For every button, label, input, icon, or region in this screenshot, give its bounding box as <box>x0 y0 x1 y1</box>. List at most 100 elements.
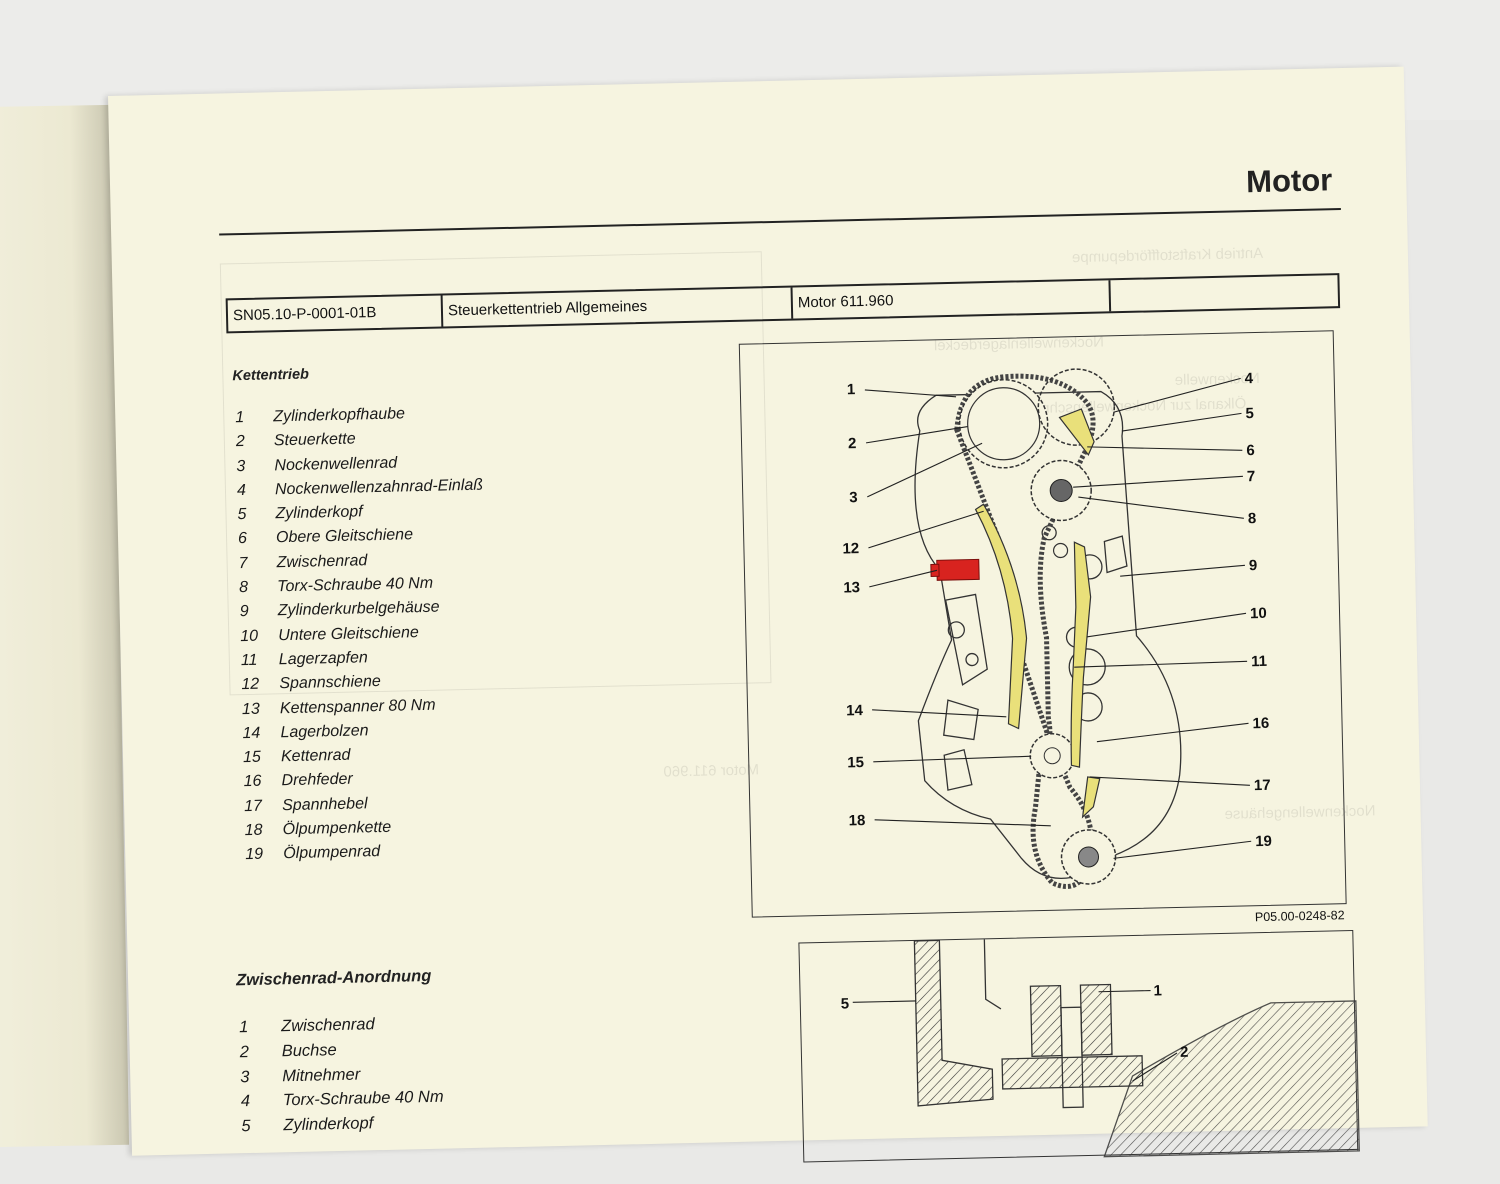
item-label: Nockenwellenzahnrad-Einlaß <box>274 476 484 499</box>
lower-guide-rail <box>1070 541 1092 768</box>
item-label: Lagerbolzen <box>280 722 369 742</box>
callout-6: 6 <box>1246 442 1255 459</box>
empty-cell <box>1110 275 1338 311</box>
item-number: 5 <box>237 506 247 524</box>
callout-3: 3 <box>849 489 858 506</box>
item-number: 4 <box>236 481 247 500</box>
list-item: 4 Torx-Schraube 40 Nm <box>239 1088 444 1117</box>
cylinder-head-section <box>913 939 994 1107</box>
intermediate-gear-section-diagram: 5 1 2 <box>798 929 1360 1163</box>
item-label: Zylinderkopf <box>283 1114 374 1135</box>
item-number: 1 <box>238 1018 249 1037</box>
bleed-through-text: Motor 611.960 <box>663 761 760 781</box>
intermediate-gear-bolt <box>1049 478 1073 502</box>
callout-13: 13 <box>843 579 860 596</box>
item-label: Buchse <box>281 1040 337 1061</box>
item-label: Spannschiene <box>279 673 381 693</box>
item-label: Kettenrad <box>280 746 351 766</box>
callout-19: 19 <box>1255 833 1272 850</box>
housing-edge <box>983 939 1002 1010</box>
item-number: 3 <box>240 1067 250 1086</box>
bearing-pin <box>1052 542 1069 559</box>
item-label: Lagerzapfen <box>278 649 368 669</box>
gear-right-flank <box>1079 983 1113 1056</box>
page-title: Motor <box>1245 162 1333 200</box>
manual-page: Antrieb Kraftstofffördepumpe Nockenwelle… <box>108 66 1428 1163</box>
inlet-cam-gear <box>1037 368 1116 446</box>
callout-18: 18 <box>848 812 865 829</box>
item-number: 17 <box>243 797 263 815</box>
item-label: Torx-Schraube 40 Nm <box>276 574 434 596</box>
item-number: 16 <box>243 773 262 791</box>
item-label: Untere Gleitschiene <box>278 623 419 644</box>
doc-code-cell: SN05.10-P-0001-01B <box>227 295 444 332</box>
item-number: 18 <box>244 821 263 840</box>
list-item: 5 Zylinderkopf <box>239 1113 444 1142</box>
item-label: Steuerkette <box>273 430 356 450</box>
camshaft-sprocket <box>958 379 1049 469</box>
callout-5: 5 <box>841 995 850 1012</box>
gear-left-flank <box>1029 984 1063 1057</box>
item-label: Spannhebel <box>281 795 368 814</box>
callout-7: 7 <box>1247 468 1256 485</box>
title-rule <box>219 208 1341 236</box>
crankcase-section <box>1103 1000 1360 1158</box>
item-number: 19 <box>245 846 264 864</box>
leader-lines <box>864 377 1252 859</box>
item-number: 13 <box>241 700 260 718</box>
item-number: 4 <box>240 1092 251 1111</box>
subject-cell: Steuerkettentrieb Allgemeines <box>442 287 794 327</box>
oil-pump-gear-hub <box>1078 846 1100 868</box>
item-number: 7 <box>238 554 248 572</box>
item-label: Kettenspanner 80 Nm <box>279 696 436 717</box>
item-number: 6 <box>237 530 248 548</box>
section-title-zwischenrad: Zwischenrad-Anordnung <box>235 966 432 990</box>
callout-12: 12 <box>842 540 859 557</box>
item-label: Nockenwellenrad <box>274 454 398 474</box>
chain-sprocket-hub <box>1043 747 1061 765</box>
tensioning-rail <box>974 503 1028 730</box>
left-page-edge <box>0 104 130 1148</box>
item-number: 2 <box>239 1042 250 1062</box>
item-number: 9 <box>239 603 249 621</box>
parts-list-zwischenrad: 1 Zwischenrad 2 Buchse 3 Mitnehmer 4 Torx-Sc… <box>237 1014 445 1143</box>
item-label: Obere Gleitschiene <box>275 526 414 547</box>
item-number: 1 <box>235 408 245 427</box>
section-drawing: 5 1 2 <box>841 939 1360 1158</box>
callout-1: 1 <box>847 381 856 398</box>
figure-code: P05.00-0248-82 <box>1254 908 1345 925</box>
callout-2: 2 <box>848 435 857 452</box>
callout-10: 10 <box>1250 605 1267 622</box>
callout-11: 11 <box>1251 653 1267 670</box>
callout-14: 14 <box>846 702 864 719</box>
bushing-section <box>1001 1055 1144 1090</box>
item-label: Ölpumpenkette <box>282 818 392 839</box>
callout-17: 17 <box>1254 777 1271 794</box>
item-number: 3 <box>236 457 246 475</box>
callout-16: 16 <box>1252 715 1269 732</box>
item-number: 12 <box>241 675 260 694</box>
item-label: Torx-Schraube 40 Nm <box>282 1088 444 1110</box>
upper-guide-rail <box>1058 408 1095 457</box>
item-number: 5 <box>241 1117 251 1136</box>
callout-9: 9 <box>1249 557 1258 574</box>
item-label: Zylinderkopfhaube <box>273 405 406 426</box>
item-label: Zylinderkopf <box>275 503 363 523</box>
chain-sprocket <box>1029 732 1075 779</box>
item-label: Zwischenrad <box>280 1015 375 1036</box>
bleed-through-text: Antrieb Kraftstofffördepumpe <box>1071 244 1264 267</box>
callout-8: 8 <box>1248 510 1257 527</box>
tension-lever <box>1081 776 1101 819</box>
item-label: Zylinderkurbelgehäuse <box>277 598 440 620</box>
callout-2: 2 <box>1180 1044 1189 1061</box>
section-title-kettentrieb: Kettentrieb <box>232 366 310 385</box>
callout-1: 1 <box>1153 982 1162 999</box>
callout-4: 4 <box>1245 370 1254 387</box>
item-label: Mitnehmer <box>282 1065 361 1085</box>
item-label: Zwischenrad <box>276 552 368 572</box>
engine-cell: Motor 611.960 <box>792 280 1112 319</box>
